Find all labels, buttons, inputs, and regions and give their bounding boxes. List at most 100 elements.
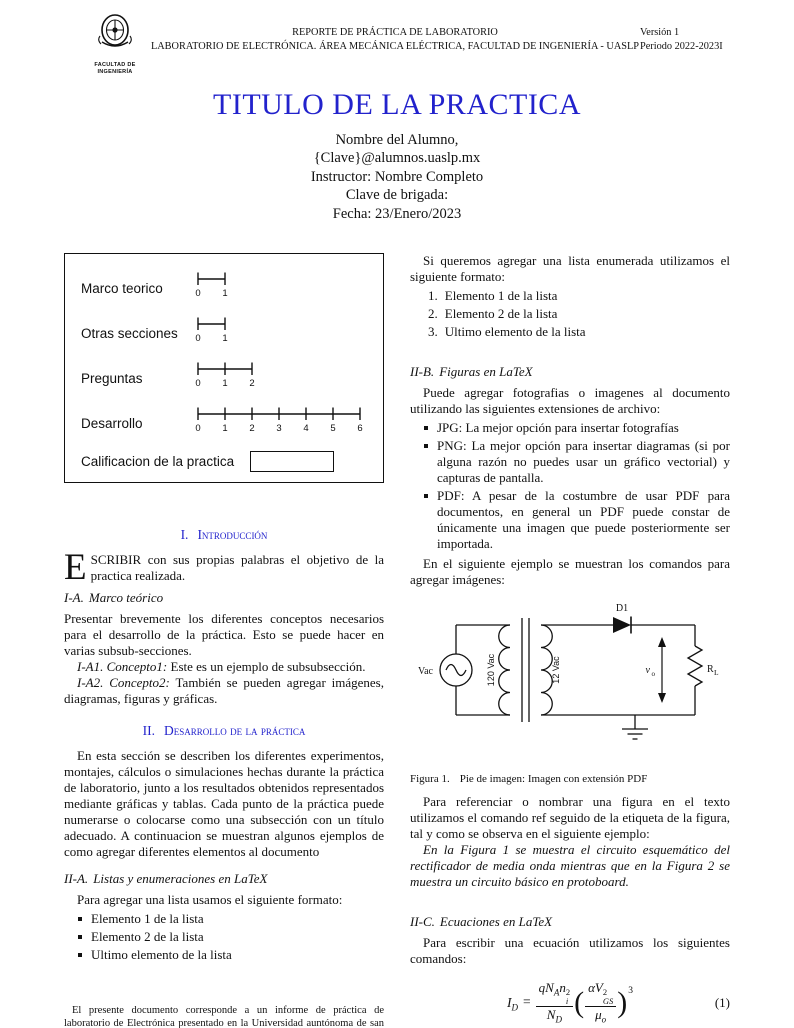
- subsection-heading-listas: II-A.Listas y enumeraciones en LaTeX: [64, 871, 384, 887]
- eq-sub: D: [555, 1015, 562, 1026]
- uaslp-logo: FACULTAD DE INGENIERÍA: [80, 12, 150, 76]
- eq-term: μ: [595, 1007, 602, 1023]
- header-version: Versión 1: [640, 27, 680, 38]
- svg-text:0: 0: [195, 333, 200, 344]
- figure-caption-label: Figura 1.: [410, 773, 450, 786]
- svg-text:2: 2: [249, 423, 254, 434]
- figure-1-circuit: Vac 120 Vac 12 Vac D: [410, 600, 730, 786]
- example-intro-paragraph: En el siguiente ejemplo se muestran los …: [410, 556, 730, 588]
- figure-1-caption: Figura 1. Pie de imagen: Imagen con exten…: [410, 772, 730, 786]
- list-item-text: JPG: La mejor opción para insertar fotog…: [437, 420, 679, 436]
- square-bullet-icon: [78, 917, 82, 922]
- list-item: 1.Elemento 1 de la lista: [418, 288, 730, 304]
- section-number: I.: [180, 527, 189, 543]
- load-label: R: [707, 664, 714, 675]
- author-brigade: Clave de brigada:: [345, 187, 449, 204]
- rubric-label-preguntas: Preguntas: [81, 370, 143, 386]
- svg-text:0: 0: [195, 423, 200, 434]
- subsection-title: Listas y enumeraciones en LaTeX: [93, 871, 268, 887]
- subsubsection-concepto1: I-A1. Concepto1: Este es un ejemplo de s…: [64, 659, 384, 675]
- list-item: 2. Elemento 2 de la lista: [418, 306, 730, 322]
- eq-right-paren: ): [617, 986, 628, 1020]
- eq-sup: 2: [565, 986, 571, 997]
- grade-label: Calificacion de la practica: [81, 454, 235, 470]
- svg-text:0: 0: [195, 288, 200, 299]
- svg-text:3: 3: [276, 423, 281, 434]
- list-item: Elemento 1 de la lista: [72, 911, 384, 927]
- eq-equals: =: [523, 994, 531, 1010]
- author-block: Nombre del Alumno, {Clave}@alumnos.uaslp…: [0, 131, 794, 224]
- svg-text:1: 1: [222, 333, 227, 344]
- subsection-title: Ecuaciones en LaTeX: [439, 914, 553, 930]
- subsection-number: II-B.: [410, 364, 435, 380]
- eq-outer-exponent: 3: [628, 985, 633, 996]
- list-item: Elemento 2 de la lista: [72, 929, 384, 945]
- secondary-winding-label: 12 Vac: [551, 656, 561, 684]
- subsection-number: II-A.: [64, 871, 89, 887]
- subsection-number: I-A.: [64, 590, 84, 606]
- marco-teorico-paragraph: Presentar brevemente los diferentes conc…: [64, 611, 384, 659]
- reference-example-paragraph: En la Figura 1 se muestra el circuito es…: [410, 842, 730, 890]
- subsubsection-label: I-A1. Concepto1:: [77, 659, 168, 675]
- section-title: Introducción: [197, 527, 268, 543]
- list-item-text: Elemento 2 de la lista: [91, 929, 204, 945]
- desarrollo-paragraph: En esta sección se describen los diferen…: [64, 748, 384, 860]
- subsection-heading-ecuaciones: II-C.Ecuaciones en LaTeX: [410, 914, 730, 930]
- diode-label: D1: [616, 603, 628, 614]
- dropcap: E: [64, 547, 87, 589]
- ac-source: [439, 624, 510, 716]
- list-item-text: Elemento 2 de la lista: [444, 306, 558, 322]
- figure-caption-text: Pie de imagen: Imagen con extensión PDF: [459, 773, 648, 786]
- equation-intro-paragraph: Para escribir una ecuación utilizamos lo…: [410, 935, 730, 967]
- svg-text:5: 5: [330, 423, 335, 434]
- enum-number: 1.: [428, 288, 438, 304]
- eq-term: qN: [538, 979, 554, 995]
- list-item-text: PDF: A pesar de la costumbre de usar PDF…: [437, 488, 730, 552]
- rubric-label-desarrollo: Desarrollo: [81, 415, 143, 431]
- header-period: Periodo 2022-2023I: [640, 41, 723, 52]
- section-heading-introduccion: I. Introducción: [64, 527, 384, 543]
- format-bullet-list: JPG: La mejor opción para insertar fotog…: [418, 420, 730, 554]
- header-lab-name: LABORATORIO DE ELECTRÓNICA. ÁREA MECÁNIC…: [150, 41, 640, 52]
- enum-number: 2.: [428, 306, 438, 322]
- svg-text:4: 4: [303, 423, 308, 434]
- grade-input-box: [250, 451, 335, 473]
- grade-row: Calificacion de la practica: [81, 451, 371, 473]
- source-label: Vac: [418, 666, 434, 677]
- section-heading-desarrollo: II.Desarrollo de la práctica: [64, 723, 384, 739]
- bullet-list: Elemento 1 de la lista Elemento 2 de la …: [72, 911, 384, 965]
- figuras-intro-paragraph: Puede agregar fotografias o imagenes al …: [410, 385, 730, 417]
- load-subscript: L: [714, 668, 719, 677]
- transformer: [498, 618, 553, 723]
- author-date: Fecha: 23/Enero/2023: [332, 205, 462, 222]
- vout-label: v: [646, 665, 651, 676]
- ground-symbol: [541, 714, 695, 740]
- eq-sub: A: [553, 987, 560, 998]
- eq-sup: 2: [602, 986, 608, 997]
- eq-term: αV: [588, 979, 603, 995]
- reference-paragraph: Para referenciar o nombrar una figura en…: [410, 794, 730, 842]
- list-item-text: Ultimo elemento de la lista: [91, 947, 232, 963]
- eq-sub: i: [565, 995, 569, 1006]
- header-version-block: Versión 1 Periodo 2022-2023I: [640, 12, 736, 54]
- load-resistor: [686, 625, 704, 716]
- svg-text:2: 2: [249, 378, 254, 389]
- subsubsection-text: Este es un ejemplo de subsubsección.: [170, 659, 366, 675]
- enum-intro-paragraph: Si queremos agregar una lista enumerada …: [410, 253, 730, 285]
- svg-text:1: 1: [222, 423, 227, 434]
- list-intro-paragraph: Para agregar una lista usamos el siguien…: [77, 892, 343, 908]
- square-bullet-icon: [424, 494, 428, 499]
- eq-lhs: I: [507, 994, 512, 1010]
